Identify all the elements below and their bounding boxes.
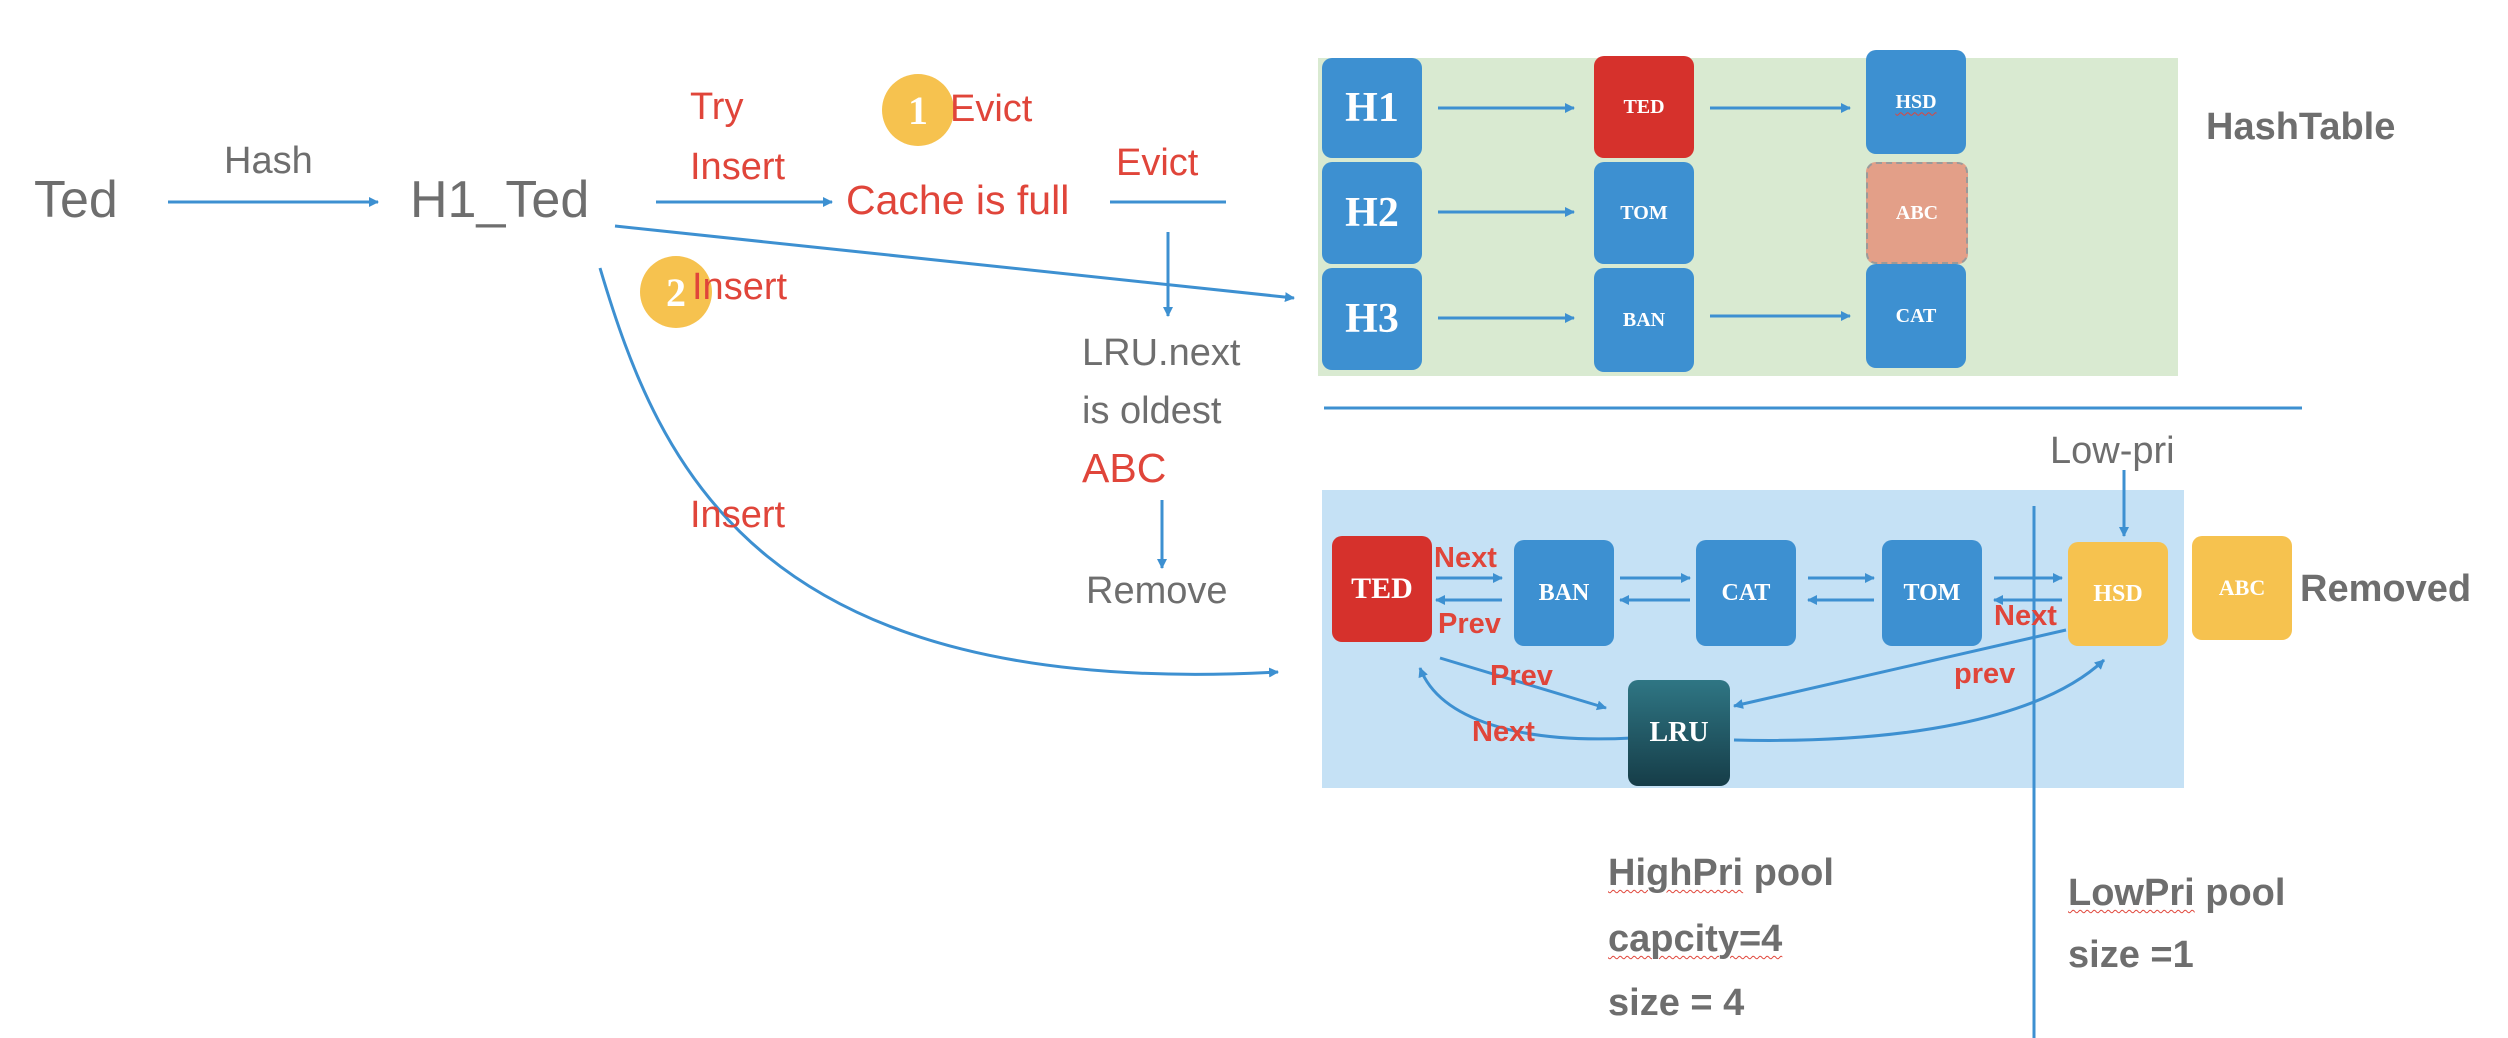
- ll-node-hsd: HSD: [2068, 542, 2168, 646]
- lru-next-label: LRU.next: [1082, 332, 1241, 374]
- highpri-capacity: capcity=4: [1608, 920, 1782, 958]
- lowpri-pool-suffix: pool: [2194, 872, 2286, 914]
- bucket-h2: H2: [1322, 162, 1422, 264]
- next-label-hsd: Next: [1994, 600, 2057, 632]
- step-2-label: Insert: [692, 266, 788, 308]
- step-2-badge: 2: [640, 256, 712, 328]
- ll-node-tom: TOM: [1882, 540, 1982, 646]
- ll-node-ban: BAN: [1514, 540, 1614, 646]
- key-label: Ted: [34, 171, 118, 229]
- lowpri-pool-title: LowPri pool: [2068, 874, 2285, 912]
- hashtable-panel: [1318, 58, 2178, 376]
- is-oldest-label: is oldest: [1082, 390, 1222, 432]
- ll-lru-ted-next: [1418, 667, 1633, 741]
- insert-hashtable-arrow: [614, 224, 1295, 303]
- prev-label-hsd: prev: [1954, 658, 2016, 690]
- highpri-pool-title: HighPri pool: [1608, 854, 1834, 892]
- lowpri-pool-name: LowPri: [2068, 872, 2195, 914]
- step-1-label: Evict: [950, 88, 1033, 130]
- cache-full-label: Cache is full: [846, 177, 1070, 223]
- ht-node-hsd-text: HSD: [1895, 90, 1937, 113]
- next-label-lru: Next: [1472, 716, 1535, 748]
- ht-node-tom: TOM: [1594, 162, 1694, 264]
- ht-node-abc-removed: ABC: [1866, 162, 1968, 264]
- ll-node-ted: TED: [1332, 536, 1432, 642]
- hashed-key-label: H1_Ted: [410, 171, 590, 229]
- step-1-badge: 1: [882, 74, 954, 146]
- remove-label: Remove: [1086, 570, 1228, 612]
- hashtable-title: HashTable: [2206, 106, 2396, 148]
- prev-label-lru: Prev: [1490, 660, 1553, 692]
- ht-node-hsd: HSD: [1866, 50, 1966, 154]
- ll-lru-hsd-next: [1733, 658, 2106, 742]
- ll-node-lru: LRU: [1628, 680, 1730, 786]
- highpri-size: size = 4: [1608, 982, 1745, 1024]
- try-label: Try: [690, 86, 744, 128]
- ll-hsd-lru-prev: [1733, 628, 2067, 709]
- lowpri-size: size =1: [2068, 934, 2194, 976]
- bucket-h3: H3: [1322, 268, 1422, 370]
- insert-label: Insert: [690, 146, 786, 188]
- ht-node-cat: CAT: [1866, 264, 1966, 368]
- bucket-h1: H1: [1322, 58, 1422, 158]
- hash-label: Hash: [224, 140, 313, 182]
- ht-node-ted: TED: [1594, 56, 1694, 158]
- insert-lru-label: Insert: [690, 494, 786, 536]
- next-label-ted: Next: [1434, 542, 1497, 574]
- ll-node-cat: CAT: [1696, 540, 1796, 646]
- low-pri-label: Low-pri: [2050, 430, 2175, 472]
- ll-ted-lru-prev: [1439, 656, 1607, 711]
- removed-node-abc: ABC: [2192, 536, 2292, 640]
- highpri-pool-suffix: pool: [1743, 852, 1834, 894]
- insert-lru-curve: [598, 267, 1279, 678]
- prev-label-ted: Prev: [1438, 608, 1501, 640]
- lru-victim-label: ABC: [1082, 445, 1167, 491]
- highpri-pool-name: HighPri: [1608, 852, 1744, 894]
- evict-label: Evict: [1116, 142, 1199, 184]
- ht-node-ban: BAN: [1594, 268, 1694, 372]
- removed-label: Removed: [2300, 568, 2472, 610]
- highpri-capacity-text: capcity=4: [1608, 918, 1783, 960]
